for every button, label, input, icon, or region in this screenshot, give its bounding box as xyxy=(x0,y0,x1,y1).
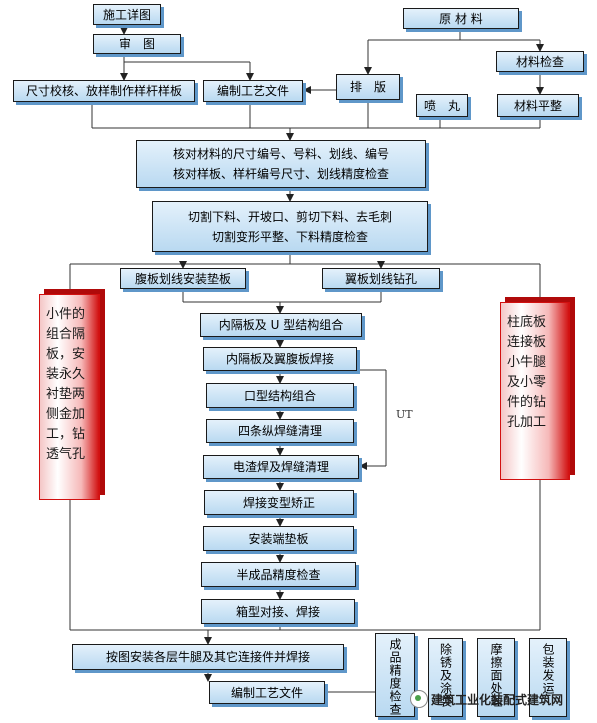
left-side-process-label: 小件的 组合隔 板，安 装永久 衬垫两 侧金加 工，钻 透气孔 xyxy=(46,307,86,462)
end-plate-label: 安装端垫板 xyxy=(248,531,309,546)
final-inspection-label: 成品精度检查 xyxy=(388,638,402,716)
review-drawing-label: 审 图 xyxy=(118,37,155,51)
material-inspection-label: 材料检查 xyxy=(515,54,564,69)
box-butt-box: 箱型对接、焊接 xyxy=(201,599,355,624)
inner-diaphragm-weld-box: 内隔板及翼腹板焊接 xyxy=(203,347,357,371)
raw-material-box: 原 材 料 xyxy=(403,8,519,29)
flange-drilling-box: 翼板划线钻孔 xyxy=(322,268,440,289)
box-butt-label: 箱型对接、焊接 xyxy=(235,604,320,619)
left-side-process-box: 小件的 组合隔 板，安 装永久 衬垫两 侧金加 工，钻 透气孔 xyxy=(39,294,100,500)
box-assembly-label: 口型结构组合 xyxy=(243,388,316,403)
dimension-check-label: 尺寸校核、放样制作样杆样板 xyxy=(25,84,182,98)
semi-inspection-label: 半成品精度检查 xyxy=(236,567,321,582)
packing-shipping-label: 包装发运 xyxy=(541,643,555,695)
inner-diaphragm-u-box: 内隔板及 U 型结构组合 xyxy=(200,313,362,337)
inner-diaphragm-weld-label: 内隔板及翼腹板焊接 xyxy=(225,352,334,366)
process-doc-top-box: 编制工艺文件 xyxy=(203,80,303,102)
check-material-label: 核对材料的尺寸编号、号料、划线、编号 核对样板、样杆编号尺寸、划线精度检查 xyxy=(172,147,389,181)
web-marking-box: 腹板划线安装垫板 xyxy=(120,268,246,289)
weld-correction-label: 焊接变型矫正 xyxy=(242,495,315,510)
construction-drawing-label: 施工详图 xyxy=(102,7,151,22)
watermark-text: 建筑工业化装配式建筑网 xyxy=(431,692,564,707)
weld-correction-box: 焊接变型矫正 xyxy=(204,490,354,515)
shot-blasting-label: 喷 丸 xyxy=(423,98,460,113)
process-doc-top-label: 编制工艺文件 xyxy=(216,84,289,98)
wechat-logo-icon xyxy=(410,690,428,708)
right-side-process-box: 柱底板 连接板 小牛腿 及小零 件的钻 孔加工 xyxy=(500,302,570,480)
layout-label: 排 版 xyxy=(349,80,386,94)
raw-material-label: 原 材 料 xyxy=(439,11,483,26)
rust-paint-box: 除锈及涂装 xyxy=(428,638,463,717)
end-plate-box: 安装端垫板 xyxy=(203,526,354,551)
final-inspection-box: 成品精度检查 xyxy=(375,633,415,717)
cutting-label: 切割下料、开坡口、剪切下料、去毛刺 切割变形平整、下料精度检查 xyxy=(187,209,392,244)
layout-box: 排 版 xyxy=(336,74,400,100)
right-side-process-label: 柱底板 连接板 小牛腿 及小零 件的钻 孔加工 xyxy=(507,315,547,430)
watermark: 建筑工业化装配式建筑网 xyxy=(410,688,563,710)
box-assembly-box: 口型结构组合 xyxy=(206,383,354,408)
process-doc-bottom-box: 编制工艺文件 xyxy=(209,681,325,704)
friction-surface-label: 摩擦面处理 xyxy=(489,643,503,708)
brackets-label: 按图安装各层牛腿及其它连接件并焊接 xyxy=(105,650,310,664)
cutting-box: 切割下料、开坡口、剪切下料、去毛刺 切割变形平整、下料精度检查 xyxy=(152,201,428,252)
four-welds-box: 四条纵焊缝清理 xyxy=(206,419,354,443)
friction-surface-box: 摩擦面处理 xyxy=(477,638,515,717)
material-flattening-box: 材料平整 xyxy=(497,94,579,117)
web-marking-label: 腹板划线安装垫板 xyxy=(134,271,231,286)
review-drawing-box: 审 图 xyxy=(93,34,181,54)
packing-shipping-box: 包装发运 xyxy=(529,638,567,717)
ut-label: UT xyxy=(396,408,413,421)
rust-paint-label: 除锈及涂装 xyxy=(438,643,453,708)
material-flattening-label: 材料平整 xyxy=(513,98,562,113)
electroslag-box: 电渣焊及焊缝清理 xyxy=(203,455,359,479)
brackets-box: 按图安装各层牛腿及其它连接件并焊接 xyxy=(72,644,344,670)
material-inspection-box: 材料检查 xyxy=(496,51,584,72)
inner-diaphragm-u-label: 内隔板及 U 型结构组合 xyxy=(218,318,344,332)
electroslag-label: 电渣焊及焊缝清理 xyxy=(232,460,329,474)
construction-drawing-box: 施工详图 xyxy=(93,4,161,25)
process-doc-bottom-label: 编制工艺文件 xyxy=(230,685,303,700)
shot-blasting-box: 喷 丸 xyxy=(416,94,468,117)
check-material-box: 核对材料的尺寸编号、号料、划线、编号 核对样板、样杆编号尺寸、划线精度检查 xyxy=(136,140,426,188)
dimension-check-box: 尺寸校核、放样制作样杆样板 xyxy=(13,80,195,102)
semi-inspection-box: 半成品精度检查 xyxy=(201,562,356,587)
four-welds-label: 四条纵焊缝清理 xyxy=(237,424,322,438)
flange-drilling-label: 翼板划线钻孔 xyxy=(344,271,417,286)
